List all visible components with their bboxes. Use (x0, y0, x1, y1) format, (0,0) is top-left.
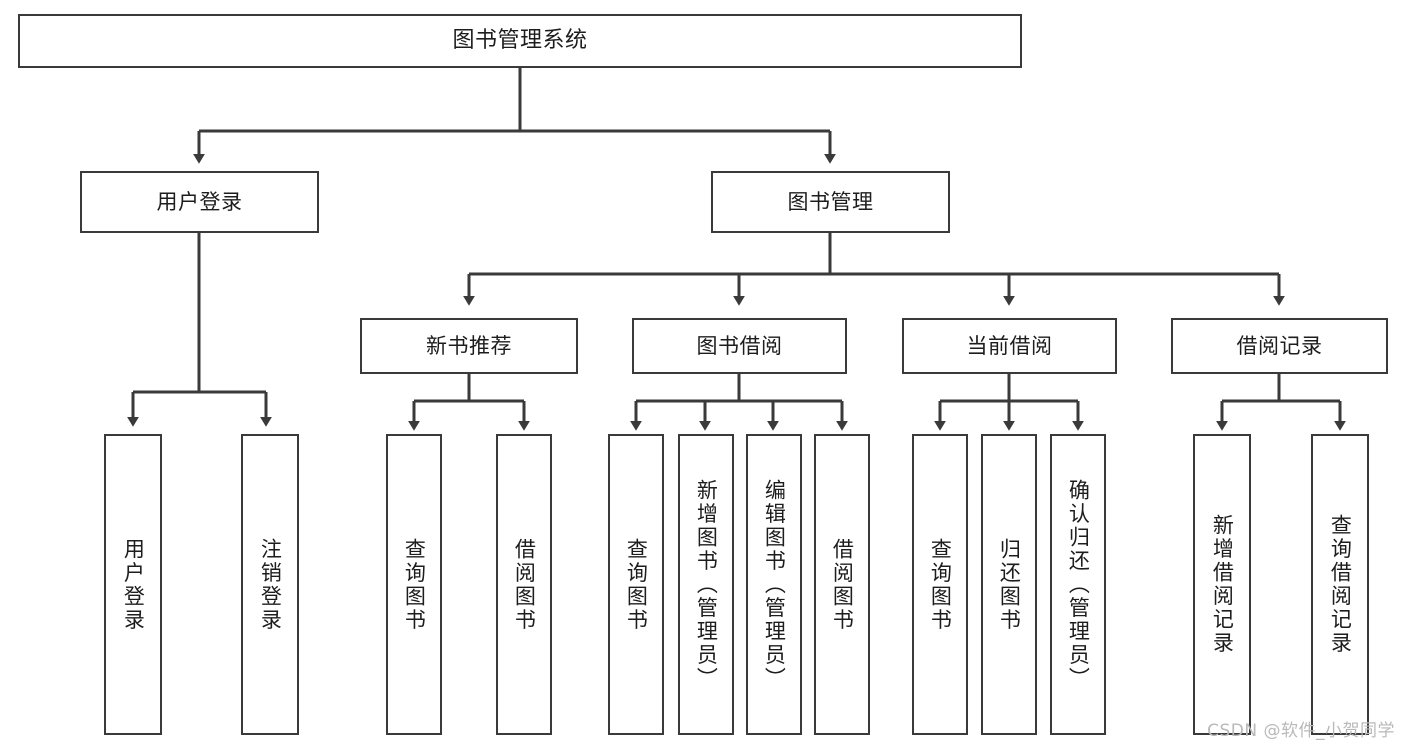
node-leaf-return-book[interactable]: 归还图书 (981, 434, 1037, 735)
node-label: 确认归还（管理员） (1066, 478, 1091, 691)
node-leaf-query-book-current[interactable]: 查询图书 (912, 434, 968, 735)
node-label: 借阅记录 (1236, 333, 1323, 358)
node-label: 查询图书 (624, 537, 649, 632)
node-new-book-recommend[interactable]: 新书推荐 (360, 318, 578, 374)
node-leaf-add-book-admin[interactable]: 新增图书（管理员） (678, 434, 734, 735)
node-leaf-query-book-recommend[interactable]: 查询图书 (386, 434, 442, 735)
node-label: 借阅图书 (830, 537, 855, 632)
node-leaf-borrow-book-recommend[interactable]: 借阅图书 (496, 434, 552, 735)
node-label: 编辑图书（管理员） (762, 478, 787, 691)
node-label: 图书借阅 (696, 333, 783, 358)
node-label: 当前借阅 (966, 333, 1053, 358)
node-borrow-record[interactable]: 借阅记录 (1171, 318, 1388, 374)
csdn-watermark: CSDN @软件_小贺同学 (1207, 721, 1395, 741)
node-root-system[interactable]: 图书管理系统 (18, 14, 1022, 68)
node-book-management[interactable]: 图书管理 (711, 171, 950, 233)
node-book-borrow[interactable]: 图书借阅 (632, 318, 847, 374)
node-leaf-user-login[interactable]: 用户登录 (104, 434, 162, 735)
node-label: 注销登录 (258, 537, 283, 632)
node-leaf-query-book-borrow[interactable]: 查询图书 (608, 434, 664, 735)
node-leaf-confirm-return-admin[interactable]: 确认归还（管理员） (1050, 434, 1106, 735)
node-label: 借阅图书 (512, 537, 537, 632)
node-label: 图书管理 (787, 189, 874, 214)
node-leaf-query-borrow-record[interactable]: 查询借阅记录 (1311, 434, 1369, 735)
node-label: 归还图书 (997, 537, 1022, 632)
node-label: 新增图书（管理员） (694, 478, 719, 691)
node-label: 用户登录 (156, 189, 243, 214)
node-label: 图书管理系统 (452, 28, 588, 54)
node-leaf-logout-login[interactable]: 注销登录 (241, 434, 299, 735)
node-leaf-borrow-book[interactable]: 借阅图书 (814, 434, 870, 735)
node-user-login[interactable]: 用户登录 (80, 171, 319, 233)
node-label: 查询借阅记录 (1328, 514, 1353, 655)
node-label: 用户登录 (121, 537, 146, 632)
node-label: 查询图书 (928, 537, 953, 632)
node-leaf-edit-book-admin[interactable]: 编辑图书（管理员） (746, 434, 802, 735)
node-current-borrow[interactable]: 当前借阅 (902, 318, 1117, 374)
node-label: 查询图书 (402, 537, 427, 632)
node-label: 新增借阅记录 (1210, 514, 1235, 655)
node-label: 新书推荐 (426, 333, 512, 358)
node-leaf-add-borrow-record[interactable]: 新增借阅记录 (1193, 434, 1251, 735)
